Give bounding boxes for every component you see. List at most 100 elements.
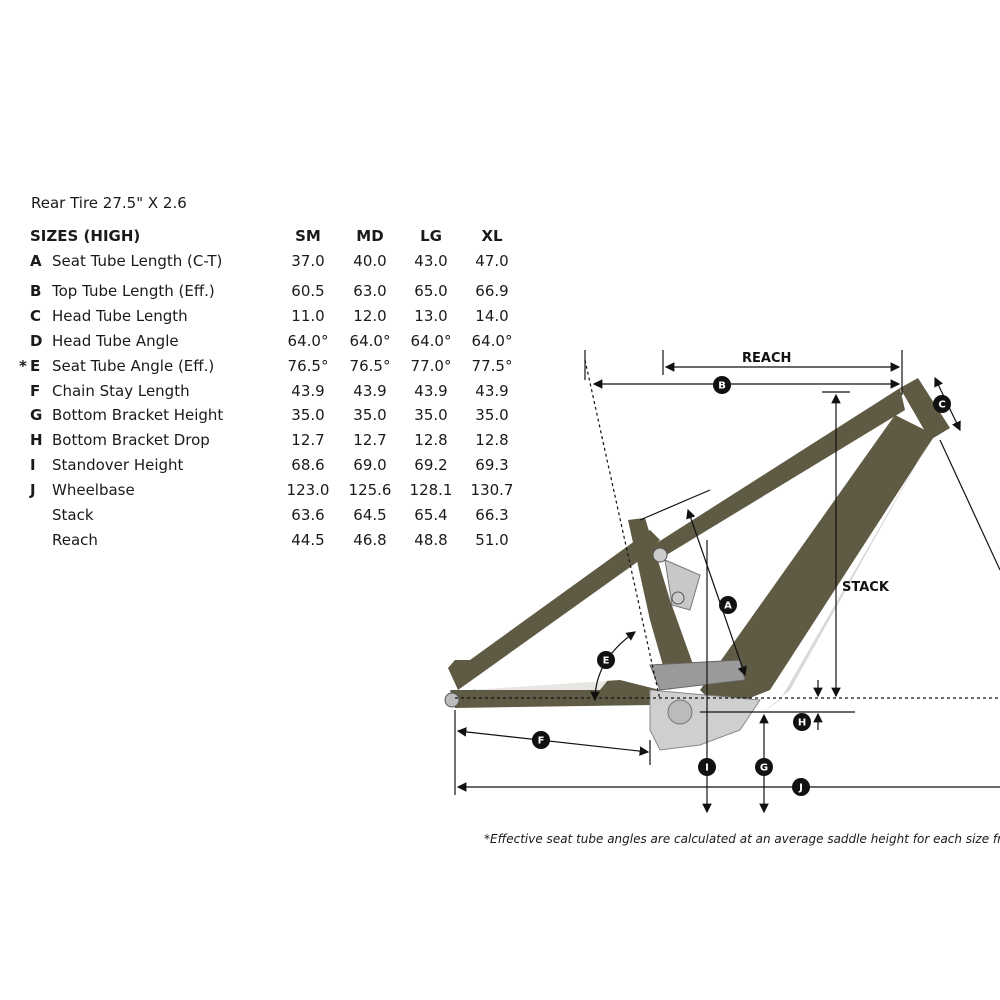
row-label: Seat Tube Angle (Eff.) — [52, 357, 215, 375]
marker-f: F — [532, 731, 550, 749]
row-value: 69.2 — [414, 456, 448, 474]
row-value: 66.9 — [475, 282, 509, 300]
footnote: *Effective seat tube angles are calculat… — [484, 832, 1000, 846]
row-letter: A — [30, 252, 42, 270]
row-value: 35.0 — [414, 406, 448, 424]
row-value: 65.4 — [414, 506, 448, 524]
row-value: 64.5 — [353, 506, 387, 524]
row-value: 12.8 — [414, 431, 448, 449]
row-letter: E — [30, 357, 41, 375]
row-value: 43.9 — [414, 382, 448, 400]
marker-letter: J — [798, 783, 803, 794]
size-header: XL — [481, 227, 503, 245]
stack-label: STACK — [842, 580, 890, 595]
marker-circle — [755, 758, 773, 776]
row-label: Bottom Bracket Drop — [52, 431, 210, 449]
row-label: Head Tube Length — [52, 307, 188, 325]
seat-stay — [448, 530, 660, 690]
bike-frame — [444, 378, 950, 751]
row-letter: J — [30, 481, 36, 499]
row-value: 44.5 — [291, 531, 325, 549]
row-value: 63.0 — [353, 282, 387, 300]
row-value: 12.7 — [291, 431, 325, 449]
row-value: 12.8 — [475, 431, 509, 449]
row-value: 43.0 — [414, 252, 448, 270]
marker-letter: B — [718, 381, 726, 392]
row-label: Stack — [52, 506, 94, 524]
marker-i: I — [698, 758, 716, 776]
row-value: 43.9 — [353, 382, 387, 400]
down-tube — [700, 415, 935, 710]
row-value: 68.6 — [291, 456, 325, 474]
row-label: Bottom Bracket Height — [52, 406, 224, 424]
row-value: 63.6 — [291, 506, 325, 524]
table-row: F Chain Stay Length 43.9 43.9 43.9 43.9 — [0, 382, 560, 402]
row-value: 66.3 — [475, 506, 509, 524]
row-value: 76.5° — [349, 357, 391, 375]
row-value: 76.5° — [287, 357, 329, 375]
size-header: SM — [295, 227, 321, 245]
marker-letter: C — [938, 400, 945, 411]
row-value: 35.0 — [291, 406, 325, 424]
marker-e: E — [597, 651, 615, 669]
row-value: 35.0 — [353, 406, 387, 424]
marker-letter: E — [603, 656, 610, 667]
row-value: 77.0° — [410, 357, 452, 375]
row-value: 43.9 — [475, 382, 509, 400]
row-letter: D — [30, 332, 43, 350]
size-header: MD — [356, 227, 384, 245]
marker-h: H — [793, 713, 811, 731]
marker-letter: I — [705, 763, 709, 774]
marker-b: B — [713, 376, 731, 394]
row-value: 128.1 — [409, 481, 453, 499]
table-row: C Head Tube Length 11.0 12.0 13.0 14.0 — [0, 307, 560, 327]
row-label: Wheelbase — [52, 481, 135, 499]
marker-letter: G — [760, 763, 768, 774]
row-value: 12.7 — [353, 431, 387, 449]
row-value: 37.0 — [291, 252, 325, 270]
row-value: 48.8 — [414, 531, 448, 549]
row-value: 11.0 — [291, 307, 325, 325]
row-label: Top Tube Length (Eff.) — [52, 282, 215, 300]
asterisk: * — [19, 357, 27, 375]
row-label: Reach — [52, 531, 98, 549]
marker-circle — [597, 651, 615, 669]
row-value: 64.0° — [471, 332, 513, 350]
row-value: 64.0° — [287, 332, 329, 350]
row-letter: F — [30, 382, 41, 400]
dimension-markers: A B C E F G H I J — [532, 376, 951, 796]
row-value: 123.0 — [286, 481, 330, 499]
marker-j: J — [792, 778, 810, 796]
table-row: J Wheelbase 123.0 125.6 128.1 130.7 — [0, 481, 560, 501]
row-value: 51.0 — [475, 531, 509, 549]
row-value: 130.7 — [470, 481, 514, 499]
seat-tube — [628, 518, 695, 690]
row-value: 35.0 — [475, 406, 509, 424]
row-label: Head Tube Angle — [52, 332, 179, 350]
rear-tire-spec: Rear Tire 27.5" X 2.6 — [31, 194, 187, 212]
row-value: 47.0 — [475, 252, 509, 270]
row-value: 14.0 — [475, 307, 509, 325]
row-value: 43.9 — [291, 382, 325, 400]
row-label: Chain Stay Length — [52, 382, 190, 400]
row-value: 65.0 — [414, 282, 448, 300]
row-label: Seat Tube Length (C-T) — [52, 252, 223, 270]
row-value: 13.0 — [414, 307, 448, 325]
row-value: 12.0 — [353, 307, 387, 325]
row-value: 46.8 — [353, 531, 387, 549]
marker-circle — [698, 758, 716, 776]
row-letter: C — [30, 307, 42, 325]
marker-circle — [532, 731, 550, 749]
marker-a: A — [719, 596, 737, 614]
row-value: 125.6 — [348, 481, 392, 499]
row-value: 69.0 — [353, 456, 387, 474]
marker-letter: F — [538, 736, 545, 747]
marker-circle — [792, 778, 810, 796]
